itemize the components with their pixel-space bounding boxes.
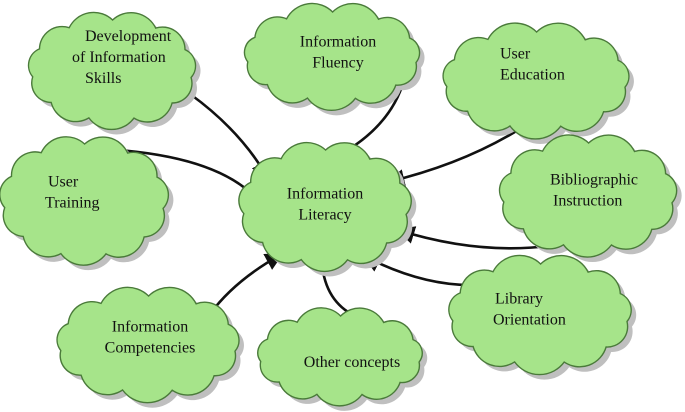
cloud-other-concepts: Other concepts xyxy=(257,307,428,411)
cloud-label-other-concepts-line-1: Other concepts xyxy=(304,354,400,371)
cloud-shape xyxy=(27,11,197,131)
cloud-label-information-fluency-line-2: Fluency xyxy=(312,55,364,72)
cloud-label-development-of-information-skills-line-3: Skills xyxy=(85,70,121,87)
cloud-shape xyxy=(257,307,423,407)
cloud-label-information-competencies-line-2: Competencies xyxy=(105,340,196,357)
cloud-label-user-training-line-1: User xyxy=(48,174,79,191)
cloud-shape xyxy=(238,141,412,273)
cloud-label-bibliographic-instruction-line-2: Instruction xyxy=(553,193,622,210)
cloud-label-development-of-information-skills-line-1: Development xyxy=(85,28,172,45)
arrow-information-competencies-to-center xyxy=(208,252,284,315)
cloud-label-information-competencies-line-1: Information xyxy=(112,319,188,336)
cloud-shape xyxy=(498,134,678,258)
cloud-shape xyxy=(442,22,630,140)
cloud-label-user-education-line-2: Education xyxy=(500,67,565,84)
cloud-shape xyxy=(448,254,632,376)
cloud-label-center-information-literacy-line-1: Information xyxy=(287,186,363,203)
cloud-shape xyxy=(0,136,170,266)
cloud-label-development-of-information-skills-line-2: of Information xyxy=(72,49,166,66)
cloud-shape xyxy=(56,286,240,404)
cloud-label-library-orientation-line-1: Library xyxy=(495,291,543,308)
cloud-label-library-orientation-line-2: Orientation xyxy=(493,312,566,329)
cloud-label-center-information-literacy-line-2: Literacy xyxy=(298,207,351,224)
cloud-label-information-fluency-line-1: Information xyxy=(300,34,376,51)
cloud-label-user-education-line-1: User xyxy=(500,46,531,63)
cloud-shape xyxy=(243,2,421,111)
cloud-label-user-training-line-2: Training xyxy=(45,195,100,212)
cloud-label-bibliographic-instruction-line-1: Bibliographic xyxy=(550,172,638,189)
